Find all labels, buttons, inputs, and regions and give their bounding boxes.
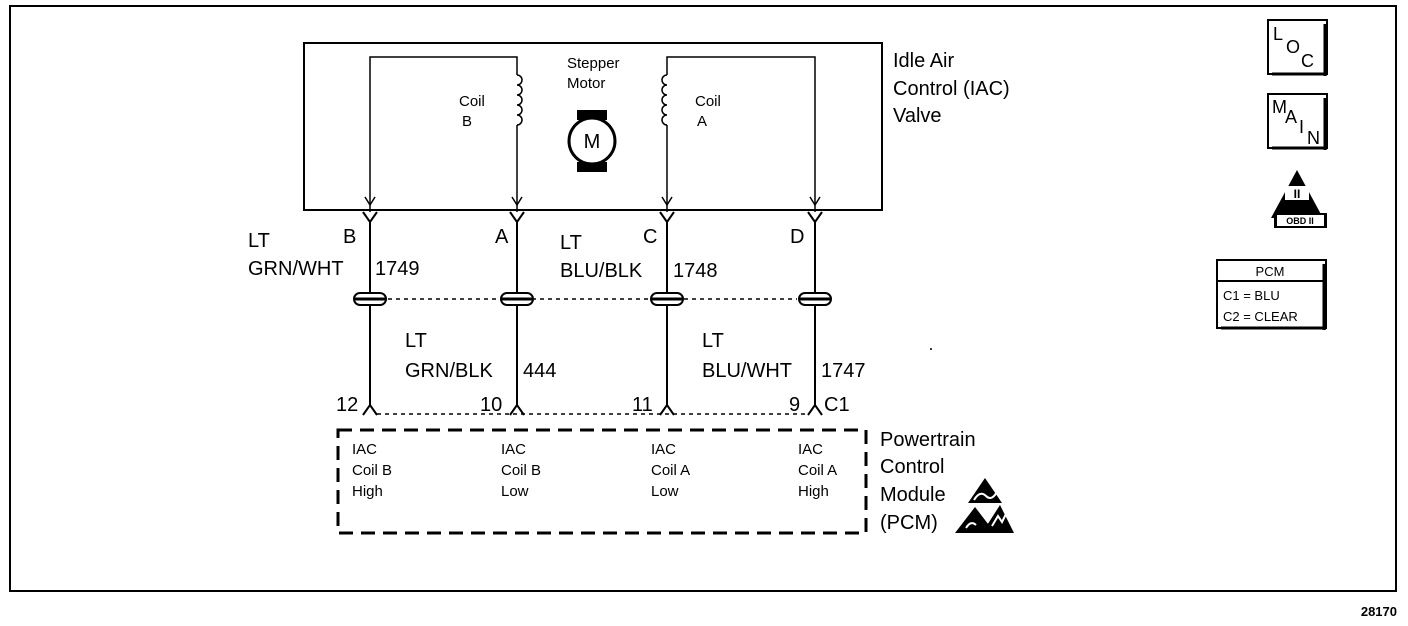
coil-b-label-2: B [462, 113, 472, 130]
wire-444-color-1: LT [405, 330, 427, 352]
wire-1748-color-1: LT [560, 232, 582, 254]
pcm-terminal-coil-b-high: IAC Coil B High [352, 441, 392, 500]
svg-text:IAC: IAC [501, 441, 526, 458]
svg-text:C: C [1301, 51, 1314, 71]
pcm-title-3: Module [880, 484, 946, 506]
svg-text:A: A [1285, 107, 1297, 127]
pcm-terminal-coil-a-high: IAC Coil A High [798, 441, 837, 500]
pcm-title-4: (PCM) [880, 512, 938, 534]
wire-444-circuit: 444 [523, 360, 556, 382]
svg-text:II: II [1294, 187, 1301, 201]
coil-a-circuit [661, 56, 821, 212]
pcm-terminal-coil-b-low: IAC Coil B Low [501, 441, 541, 500]
wire-1747-color-2: BLU/WHT [702, 360, 792, 382]
svg-text:C2 = CLEAR: C2 = CLEAR [1223, 309, 1298, 324]
pcm-connector-c1: C1 [824, 394, 850, 416]
pcm-pin-11: 11 [632, 394, 653, 416]
motor-label-1: Stepper [567, 55, 620, 72]
pcm-title-2: Control [880, 456, 944, 478]
svg-text:IAC: IAC [798, 441, 823, 458]
pin-label-b: B [343, 226, 356, 248]
svg-text:PCM: PCM [1256, 264, 1285, 279]
coil-b-label-1: Coil [459, 93, 485, 110]
pcm-pin-10: 10 [480, 394, 502, 416]
valve-title-2: Control (IAC) [893, 78, 1010, 100]
svg-text:O: O [1286, 37, 1300, 57]
svg-text:L: L [1273, 24, 1283, 44]
svg-text:IAC: IAC [352, 441, 377, 458]
main-legend-icon: M A I N [1267, 93, 1328, 150]
wire-1749-circuit: 1749 [375, 258, 420, 280]
stepper-motor-symbol: M [567, 110, 617, 172]
wire-1747-circuit: 1747 [821, 360, 866, 382]
svg-text:OBD II: OBD II [1286, 216, 1314, 226]
iac-valve-box [303, 42, 883, 211]
pin-label-c: C [643, 226, 657, 248]
esd-sensitive-icon [955, 505, 1014, 533]
esd-warning-icon [968, 478, 1002, 503]
pcm-title-1: Powertrain [880, 429, 976, 451]
svg-text:Coil B: Coil B [501, 462, 541, 479]
svg-text:Coil B: Coil B [352, 462, 392, 479]
svg-text:High: High [798, 483, 829, 500]
wire-1748-circuit: 1748 [673, 260, 718, 282]
wire-1749-color-2: GRN/WHT [248, 258, 344, 280]
wire-1749-color-1: LT [248, 230, 270, 252]
svg-text:High: High [352, 483, 383, 500]
pcm-pin-12: 12 [336, 394, 358, 416]
motor-symbol-text: M [584, 131, 601, 153]
pin-label-a: A [495, 226, 509, 248]
valve-connector-forks [362, 211, 823, 224]
pcm-box [336, 428, 868, 535]
wire-1747-color-1: LT [702, 330, 724, 352]
svg-text:Coil A: Coil A [651, 462, 690, 479]
svg-text:N: N [1307, 128, 1320, 148]
coil-b-circuit [364, 56, 523, 212]
obd-ii-icon: II OBD II [1271, 170, 1327, 228]
diagram-frame [9, 5, 1397, 592]
coil-a-label-1: Coil [695, 93, 721, 110]
pin-label-d: D [790, 226, 804, 248]
svg-text:Low: Low [651, 483, 679, 500]
pcm-terminal-coil-a-low: IAC Coil A Low [651, 441, 690, 500]
wire-1748-color-2: BLU/BLK [560, 260, 643, 282]
motor-label-2: Motor [567, 75, 605, 92]
pcm-connector-forks [362, 403, 823, 416]
pcm-pin-9: 9 [789, 394, 800, 416]
inline-connectors [353, 292, 832, 306]
svg-text:M: M [1272, 97, 1287, 117]
stray-mark [930, 348, 932, 350]
svg-text:Coil A: Coil A [798, 462, 837, 479]
svg-text:Low: Low [501, 483, 529, 500]
valve-title-3: Valve [893, 105, 942, 127]
valve-title-1: Idle Air [893, 50, 954, 72]
figure-number: 28170 [1361, 604, 1397, 619]
coil-a-label-2: A [697, 113, 707, 130]
svg-text:I: I [1299, 117, 1304, 137]
pcm-connector-legend: PCM C1 = BLU C2 = CLEAR [1216, 259, 1327, 330]
harness-wires [369, 222, 816, 405]
svg-text:C1 = BLU: C1 = BLU [1223, 288, 1280, 303]
wire-444-color-2: GRN/BLK [405, 360, 493, 382]
svg-text:IAC: IAC [651, 441, 676, 458]
loc-legend-icon: L O C [1267, 19, 1328, 76]
